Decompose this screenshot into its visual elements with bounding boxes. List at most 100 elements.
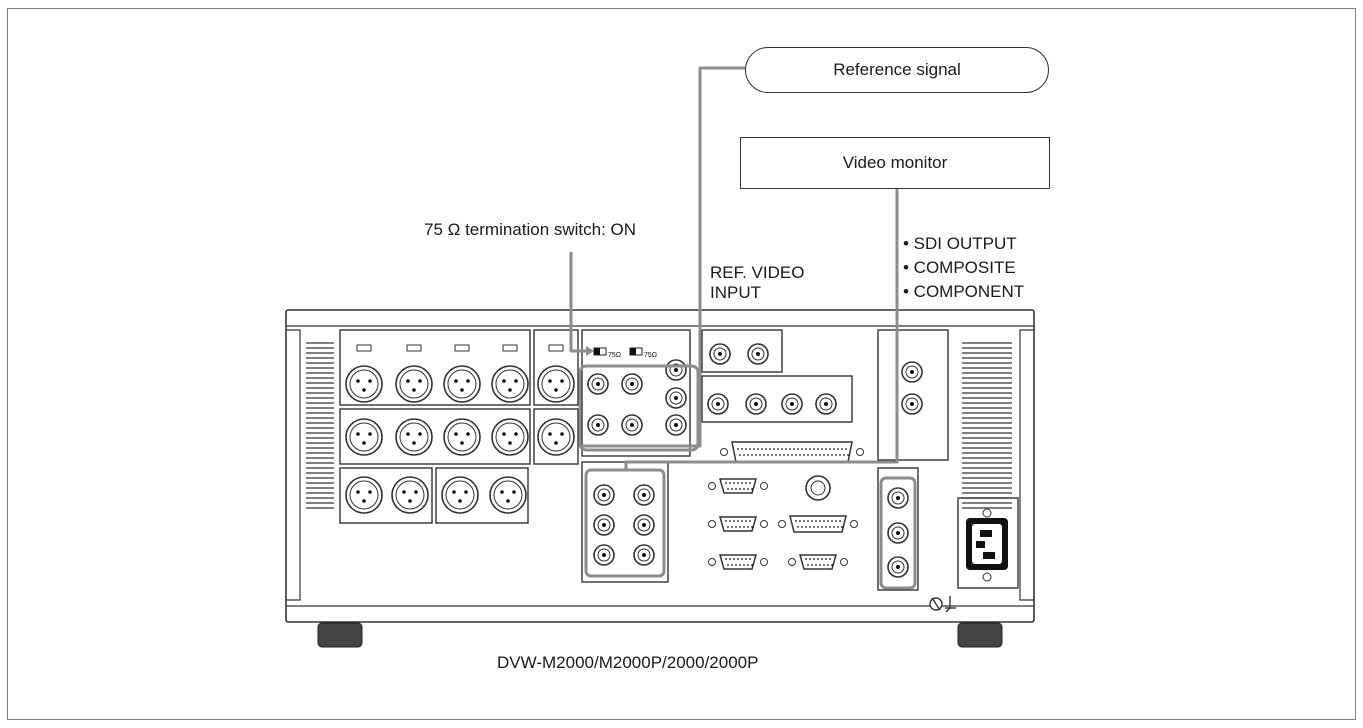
bnc-pin	[596, 423, 600, 427]
xlr-pin	[554, 441, 558, 445]
dsub-pin	[733, 482, 735, 484]
dsub-pin	[841, 448, 843, 450]
output-label-component: • COMPONENT	[903, 282, 1025, 301]
dsub-connector	[731, 441, 853, 463]
dsub-pin	[797, 526, 799, 528]
dsub-pin	[747, 526, 749, 528]
audio-panel-top-single	[533, 329, 579, 406]
bnc-pin	[642, 523, 646, 527]
dsub-pin	[791, 454, 793, 456]
bnc-connector-ring	[711, 397, 725, 411]
bnc-pin	[674, 423, 678, 427]
bnc-connector-ring	[637, 548, 651, 562]
dsub-pin	[815, 454, 817, 456]
xlr-connector	[443, 365, 481, 403]
dsub-pin	[727, 526, 729, 528]
dsub-pin	[823, 454, 825, 456]
dsub-pin	[817, 526, 819, 528]
bnc-connector-ring	[785, 397, 799, 411]
dsub-pin	[761, 448, 763, 450]
dsub-pin	[811, 520, 813, 522]
audio-panel-middle	[339, 408, 531, 465]
bnc-connector-ring	[891, 491, 905, 505]
bnc-connector-ring	[891, 526, 905, 540]
video-monitor-box: Video monitor	[740, 137, 1050, 189]
dsub-pin	[743, 454, 745, 456]
xlr-pin	[460, 388, 464, 392]
bnc-pin	[630, 382, 634, 386]
dsub-connector	[789, 515, 847, 533]
xlr-connector-ring	[493, 480, 523, 510]
power-panel	[957, 497, 1019, 589]
dsub-connector	[719, 478, 757, 494]
bnc-pin	[896, 565, 900, 569]
dsub-pin	[847, 454, 849, 456]
dsub-pin	[825, 526, 827, 528]
dsub-pin	[749, 558, 751, 560]
dsub-pin	[725, 558, 727, 560]
dsub-screw	[720, 448, 728, 456]
dsub-pin	[741, 558, 743, 560]
dsub-pin	[739, 488, 741, 490]
ref-video-input-label-2: INPUT	[710, 283, 761, 302]
output-panel-lower	[877, 467, 919, 591]
dsub-pin	[823, 564, 825, 566]
xlr-pin	[368, 432, 372, 436]
xlr-connector-ring	[495, 369, 525, 399]
dsub-pin	[801, 526, 803, 528]
dsub-pin	[745, 520, 747, 522]
dsub-pin	[771, 454, 773, 456]
dsub-pin	[819, 454, 821, 456]
output-label-sdi: • SDI OUTPUT	[903, 234, 1017, 253]
dsub-pin	[745, 558, 747, 560]
xlr-pin	[418, 432, 422, 436]
dsub-pin	[727, 564, 729, 566]
dsub-pin	[725, 520, 727, 522]
xlr-connector	[537, 365, 575, 403]
dsub-pin	[817, 558, 819, 560]
dsub-pin	[787, 454, 789, 456]
bnc-connector-ring	[669, 363, 683, 377]
dsub-pin	[745, 448, 747, 450]
dsub-pin	[773, 448, 775, 450]
audio-panel-top	[339, 329, 531, 406]
dsub-pin	[811, 564, 813, 566]
dsub-pin	[733, 558, 735, 560]
dsub-pin	[739, 564, 741, 566]
bnc-connector-ring	[905, 365, 919, 379]
dsub-pin	[807, 520, 809, 522]
xlr-pin	[514, 432, 518, 436]
dsub-pin	[837, 526, 839, 528]
xlr-pin	[560, 379, 564, 383]
dsub-pin	[841, 526, 843, 528]
dsub-screw	[788, 558, 796, 566]
dsub-pin	[843, 454, 845, 456]
dsub-connector	[719, 554, 757, 570]
termination-switch-label: 75 Ω termination switch: ON	[424, 220, 637, 239]
dsub-pin	[819, 564, 821, 566]
bnc-pin	[896, 496, 900, 500]
ref-video-input-label-1: REF. VIDEO	[710, 263, 805, 282]
power-screw-bottom	[982, 572, 992, 582]
dsub-pin	[801, 448, 803, 450]
xlr-pin	[454, 379, 458, 383]
bnc-connector-ring	[905, 397, 919, 411]
dsub-pin	[805, 448, 807, 450]
dsub-pin	[833, 526, 835, 528]
bnc-pin	[754, 402, 758, 406]
dsub-pin	[749, 520, 751, 522]
xlr-pin	[412, 441, 416, 445]
dsub-pin	[803, 520, 805, 522]
xlr-connector	[491, 365, 529, 403]
left-side-panel	[286, 329, 301, 601]
xlr-pin	[502, 432, 506, 436]
xlr-connector-ring	[349, 422, 379, 452]
bnc-pin	[602, 553, 606, 557]
xlr-connector	[395, 365, 433, 403]
dsub-pin	[811, 454, 813, 456]
output-panel-upper	[877, 329, 949, 461]
dsub-pin	[809, 448, 811, 450]
xlr-connector-ring	[541, 422, 571, 452]
xlr-pin	[460, 441, 464, 445]
dsub-connector	[719, 516, 757, 532]
